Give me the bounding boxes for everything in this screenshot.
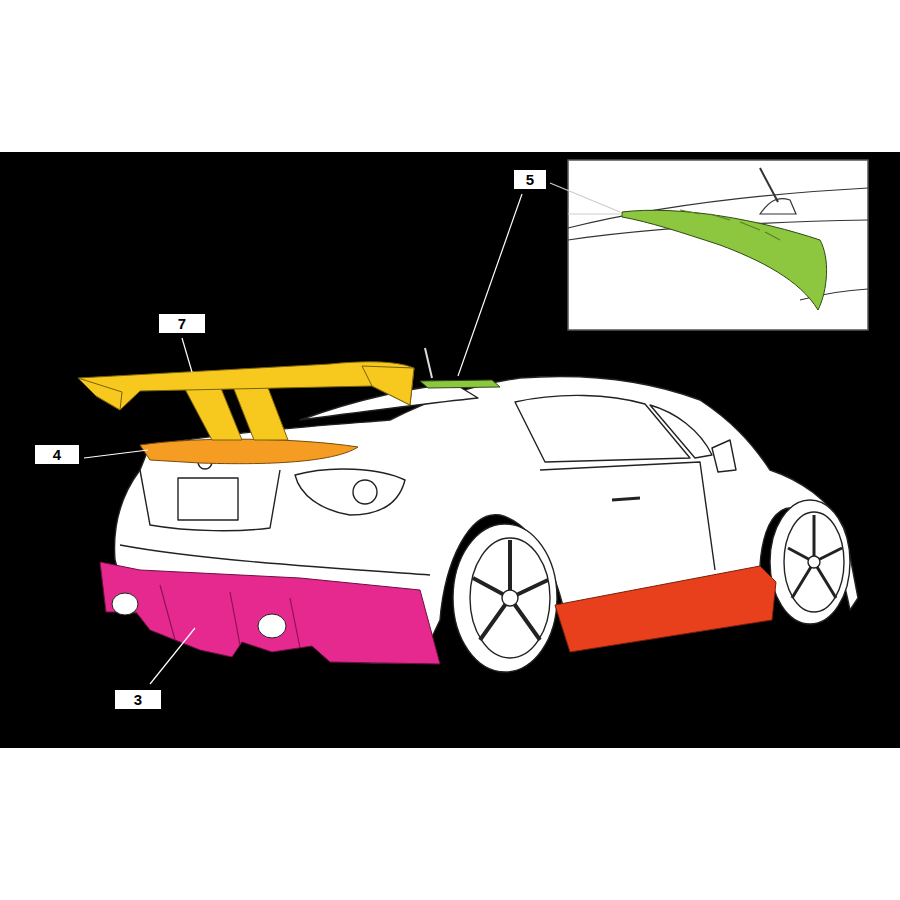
ducktail-spoiler (140, 439, 358, 464)
trunk-lid (140, 470, 280, 531)
callout-number: 7 (178, 316, 186, 331)
exhaust-right (258, 614, 286, 638)
wing-plane (78, 362, 414, 410)
leader-lines (84, 183, 620, 684)
license-plate (178, 478, 238, 520)
tail-light (295, 469, 405, 515)
callout-box: 3 (113, 688, 163, 711)
tail-light-ring (353, 480, 377, 504)
rear-diffuser (100, 562, 440, 664)
leader-5-inset (550, 183, 620, 212)
door-handle (612, 498, 640, 500)
side-skirt (555, 566, 776, 652)
leader-7 (182, 338, 192, 372)
side-window (515, 395, 690, 462)
front-rim (784, 512, 844, 612)
gt-wing (78, 362, 414, 440)
rear-tire (453, 524, 557, 672)
bumper-line (120, 545, 430, 575)
inset-roof-spoiler (622, 210, 827, 310)
quarter-window (650, 405, 712, 458)
front-spokes (788, 515, 842, 598)
front-hub (808, 556, 820, 568)
exhaust-left (112, 593, 138, 615)
rear-rim (470, 538, 550, 658)
callout-box: 5 (512, 168, 548, 191)
wing-endplate-left (78, 378, 122, 410)
roof-spoiler (420, 380, 500, 388)
wing-endplate-right (362, 366, 414, 405)
callout-box: 4 (33, 443, 81, 466)
inset-frame (568, 160, 868, 330)
roof-inset (568, 160, 868, 330)
diffuser-fins (160, 585, 300, 648)
inset-leader (568, 214, 622, 215)
door-line (540, 462, 715, 570)
rear-spokes (473, 540, 548, 640)
leader-3 (150, 628, 195, 684)
mirror (712, 440, 736, 472)
leader-4 (84, 450, 148, 458)
front-tire (770, 500, 850, 624)
callout-box: 7 (157, 312, 207, 335)
callout-number: 5 (526, 172, 534, 187)
leader-5 (458, 194, 522, 376)
inset-antenna (760, 168, 778, 202)
antenna (425, 348, 432, 378)
callout-number: 3 (134, 692, 142, 707)
callout-number: 4 (53, 447, 61, 462)
rear-hub (502, 590, 518, 606)
wheels (453, 500, 850, 672)
black-ground (0, 152, 900, 748)
